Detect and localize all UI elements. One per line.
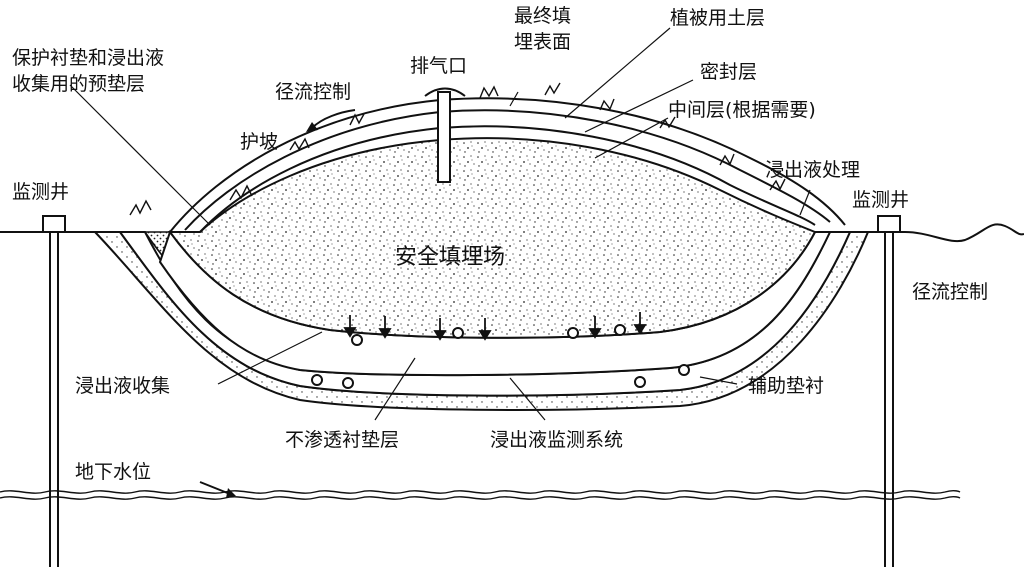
label-vent: 排气口 <box>410 55 467 77</box>
label-seal-layer: 密封层 <box>700 61 757 83</box>
label-final-cover-1: 最终填 <box>514 5 571 27</box>
leader-lines <box>69 27 811 421</box>
label-liner-protection-1: 保护衬垫和浸出液 <box>12 47 164 69</box>
label-monitoring-well-right: 监测井 <box>852 189 909 211</box>
runoff-arrowhead-top <box>306 122 318 132</box>
label-runoff-control-top: 径流控制 <box>275 81 351 103</box>
monitoring-well-right-shape <box>877 215 901 567</box>
label-impermeable-liner: 不渗透衬垫层 <box>285 429 399 451</box>
label-auxiliary-liner: 辅助垫衬 <box>748 375 824 397</box>
vent-pipe <box>437 91 451 183</box>
label-groundwater-level: 地下水位 <box>75 461 151 483</box>
collection-pipes <box>311 324 690 389</box>
label-slope-protection: 护坡 <box>240 131 278 153</box>
groundwater-line <box>0 489 961 494</box>
cap-intermediate-layer <box>199 125 816 233</box>
vegetation <box>129 82 786 216</box>
monitoring-well-left-shape <box>42 215 66 567</box>
cap-soil-layer <box>169 97 846 233</box>
label-leachate-monitoring: 浸出液监测系统 <box>490 429 623 451</box>
vent-cap <box>424 87 466 97</box>
label-leachate-treatment: 浸出液处理 <box>765 159 860 181</box>
groundwater-line-2 <box>0 495 961 500</box>
label-final-cover-2: 埋表面 <box>514 31 571 53</box>
runoff-arrow-top <box>311 109 356 129</box>
leachate-flow-arrows <box>343 312 647 341</box>
label-leachate-collection: 浸出液收集 <box>75 375 170 397</box>
label-runoff-control-right: 径流控制 <box>912 281 988 303</box>
label-liner-protection-2: 收集用的预垫层 <box>12 73 145 95</box>
label-vegetation-soil: 植被用土层 <box>670 7 765 29</box>
groundwater-arrowhead <box>226 488 236 498</box>
label-monitoring-well-left: 监测井 <box>12 181 69 203</box>
label-intermediate-layer: 中间层(根据需要) <box>668 99 816 121</box>
waste-body <box>168 137 817 339</box>
label-secure-landfill: 安全填埋场 <box>395 245 505 270</box>
